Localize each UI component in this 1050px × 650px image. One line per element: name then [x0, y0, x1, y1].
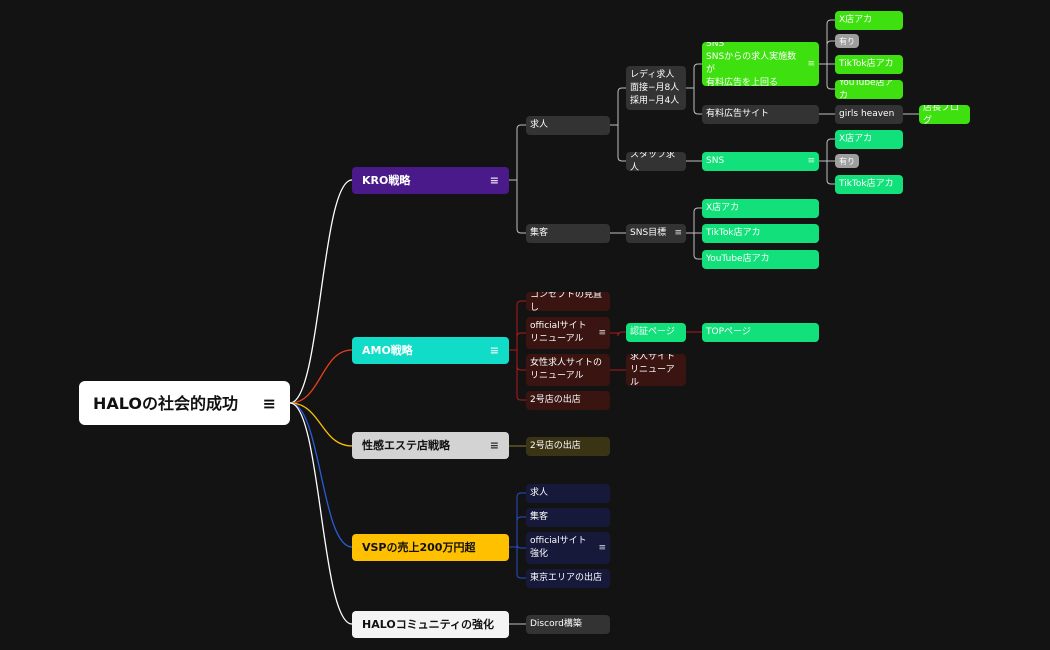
connector-line — [289, 349, 353, 404]
connector-line — [509, 349, 526, 401]
connector-line — [819, 160, 835, 185]
branch-kro-label: KRO戦略 — [362, 174, 411, 187]
branch-amo[interactable]: AMO戦略 ≡ — [352, 337, 509, 364]
connector-line — [819, 138, 835, 162]
community-discord-topic[interactable]: Discord構築 — [526, 615, 610, 634]
kro-staff-ari-topic[interactable]: 有り — [835, 154, 859, 168]
amo-top-page-topic[interactable]: TOPページ — [702, 323, 819, 342]
connector-line — [509, 332, 526, 351]
kro-girls-heaven-topic[interactable]: girls heaven — [835, 105, 903, 124]
notes-icon[interactable]: ≡ — [598, 542, 606, 553]
connector-line — [509, 179, 526, 234]
amo-women-site-topic[interactable]: 女性求人サイトの リニューアル — [526, 354, 610, 386]
connector-line — [610, 87, 626, 126]
root-topic-label: HALOの社会的成功 — [93, 393, 239, 413]
notes-icon[interactable]: ≡ — [674, 228, 682, 238]
kro-recruit-topic[interactable]: 求人 — [526, 116, 610, 135]
kro-goal-x-topic[interactable]: X店アカ — [702, 199, 819, 218]
kro-shukyaku-topic[interactable]: 集客 — [526, 224, 610, 243]
esthe-store2-topic[interactable]: 2号店の出店 — [526, 437, 610, 456]
notes-icon[interactable]: ≡ — [598, 327, 606, 338]
branch-vsp-label: VSPの売上200万円超 — [362, 541, 476, 554]
connector-line — [509, 516, 526, 548]
notes-icon[interactable]: ≡ — [262, 393, 276, 413]
connector-line — [819, 40, 835, 65]
amo-auth-page-topic[interactable]: 認証ページ — [626, 323, 686, 342]
kro-ari-topic[interactable]: 有り — [835, 34, 859, 48]
notes-icon[interactable]: ≡ — [489, 174, 499, 187]
amo-concept-topic[interactable]: コンセプトの見直し — [526, 292, 610, 311]
connector-line — [686, 87, 702, 115]
vsp-official-topic[interactable]: officialサイト 強化 ≡ — [526, 532, 610, 564]
amo-official-topic[interactable]: officialサイト リニューアル ≡ — [526, 317, 610, 349]
kro-sns-topic[interactable]: SNS SNSからの求人実施数が 有料広告を上回る ≡ — [702, 42, 819, 86]
connector-line — [819, 63, 835, 90]
connector-line — [289, 402, 353, 625]
connector-line — [610, 124, 626, 162]
kro-lady-recruit-topic[interactable]: レディ求人 面接−月8人 採用−月4人 — [626, 66, 686, 110]
connector-line — [509, 492, 526, 548]
kro-staff-tiktok-topic[interactable]: TikTok店アカ — [835, 175, 903, 194]
kro-blog-topic[interactable]: 店長ブログ — [919, 105, 970, 124]
branch-community-label: HALOコミュニティの強化 — [362, 618, 495, 631]
connector-line — [819, 19, 835, 65]
kro-goal-tiktok-topic[interactable]: TikTok店アカ — [702, 224, 819, 243]
root-topic[interactable]: HALOの社会的成功 ≡ — [79, 381, 290, 425]
connector-line — [686, 232, 702, 260]
vsp-shukyaku-topic[interactable]: 集客 — [526, 508, 610, 527]
branch-esthe-label: 性感エステ店戦略 — [362, 439, 450, 452]
notes-icon[interactable]: ≡ — [807, 156, 815, 166]
vsp-recruit-topic[interactable]: 求人 — [526, 484, 610, 503]
connector-line — [509, 546, 526, 579]
notes-icon[interactable]: ≡ — [489, 439, 499, 452]
kro-youtube-topic[interactable]: YouTube店アカ — [835, 80, 903, 99]
connector-line — [289, 402, 353, 447]
kro-staff-recruit-topic[interactable]: スタッフ求人 — [626, 152, 686, 171]
notes-icon[interactable]: ≡ — [807, 58, 815, 69]
connector-line — [289, 402, 353, 548]
notes-icon[interactable]: ≡ — [489, 344, 499, 357]
kro-paid-site-topic[interactable]: 有料広告サイト — [702, 105, 819, 124]
connector-line — [509, 300, 526, 351]
branch-vsp[interactable]: VSPの売上200万円超 — [352, 534, 509, 561]
branch-community[interactable]: HALOコミュニティの強化 — [352, 611, 509, 638]
connector-line — [610, 331, 626, 337]
connector-line — [509, 124, 526, 181]
connector-line — [686, 63, 702, 89]
connector-line — [509, 543, 526, 549]
kro-x-account-topic[interactable]: X店アカ — [835, 11, 903, 30]
kro-staff-x-topic[interactable]: X店アカ — [835, 130, 903, 149]
branch-amo-label: AMO戦略 — [362, 344, 413, 357]
amo-store2-topic[interactable]: 2号店の出店 — [526, 391, 610, 410]
kro-tiktok-topic[interactable]: TikTok店アカ — [835, 55, 903, 74]
amo-job-site-renew-topic[interactable]: 求人サイト リニューアル — [626, 354, 686, 386]
connector-line — [289, 179, 353, 404]
branch-esthe[interactable]: 性感エステ店戦略 ≡ — [352, 432, 509, 459]
connector-line — [686, 207, 702, 234]
kro-staff-sns-topic[interactable]: SNS ≡ — [702, 152, 819, 171]
kro-sns-goal-topic[interactable]: SNS目標 ≡ — [626, 224, 686, 243]
vsp-tokyo-topic[interactable]: 東京エリアの出店 — [526, 569, 610, 588]
kro-goal-youtube-topic[interactable]: YouTube店アカ — [702, 250, 819, 269]
branch-kro[interactable]: KRO戦略 ≡ — [352, 167, 509, 194]
